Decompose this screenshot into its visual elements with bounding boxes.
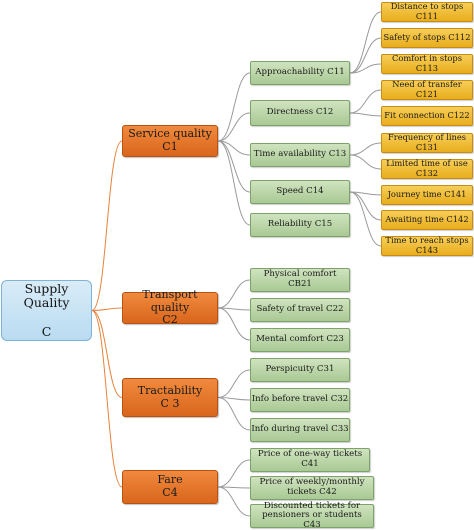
leaf-label: Distance to stops C111	[390, 1, 464, 21]
category-fare: Fare C4	[122, 470, 218, 504]
edge-subcriterion-c14-to-leaf-c142	[349, 191, 382, 221]
subcriterion-label: Directness C12	[266, 107, 334, 118]
subcriterion-label: Info before travel C32	[251, 394, 349, 405]
root-node-supply-quality: Supply Quality C	[1, 280, 92, 341]
edge-category-service-quality-to-subcriterion-c11	[217, 72, 251, 142]
category-service-quality: Service quality C1	[122, 125, 218, 157]
leaf-c113: Comfort in stops C113	[381, 54, 473, 74]
edge-subcriterion-c13-to-leaf-c132	[349, 154, 382, 170]
subcriterion-c42: Price of weekly/monthly tickets C42	[250, 476, 374, 500]
subcriterion-c31: Perspicuity C31	[250, 358, 350, 382]
subcriterion-label: Speed C14	[276, 186, 324, 197]
leaf-label: Time to reach stops C143	[385, 235, 469, 255]
edge-category-tractability-to-subcriterion-c31	[217, 369, 251, 398]
subcriterion-label: Price of one-way tickets C41	[257, 449, 363, 469]
edge-category-tractability-to-subcriterion-c33	[217, 397, 251, 431]
subcriterion-label: Perspicuity C31	[265, 364, 335, 375]
category-label-line2: C 3	[160, 396, 180, 410]
leaf-c141: Journey time C141	[381, 185, 473, 205]
subcriterion-c41: Price of one-way tickets C41	[250, 448, 370, 472]
edge-subcriterion-c14-to-leaf-c143	[349, 191, 382, 247]
edge-category-fare-to-subcriterion-c41	[217, 459, 251, 488]
leaf-c121: Need of transfer C121	[381, 80, 473, 100]
leaf-label: Limited time of use C132	[386, 158, 468, 178]
edge-root-to-category-fare	[91, 310, 123, 488]
edge-subcriterion-c11-to-leaf-c111	[349, 11, 382, 74]
subcriterion-label: Mental comfort C23	[256, 334, 344, 345]
leaf-label: Frequency of lines C131	[387, 132, 467, 152]
subcriterion-c43: Discounted tickets for pensioners or stu…	[250, 500, 374, 530]
subcriterion-label: Safety of travel C22	[256, 304, 344, 315]
subcriterion-c11: Approachability C11	[250, 61, 350, 85]
subcriterion-label: Discounted tickets for pensioners or stu…	[262, 500, 362, 530]
subcriterion-c23: Mental comfort C23	[250, 328, 350, 352]
leaf-label: Fit connection C122	[384, 110, 470, 121]
edge-subcriterion-c11-to-leaf-c113	[349, 63, 382, 74]
subcriterion-label: Price of weekly/monthly tickets C42	[259, 477, 365, 497]
category-label-line1: Transport quality	[142, 288, 198, 314]
category-tractability: Tractability C 3	[122, 378, 218, 417]
edge-category-tractability-to-subcriterion-c32	[217, 397, 251, 401]
leaf-c111: Distance to stops C111	[381, 2, 473, 22]
category-label-line1: Service quality	[128, 127, 212, 141]
subcriterion-c21: Physical comfort CB21	[250, 268, 350, 292]
subcriterion-label: Info during travel C33	[251, 424, 349, 435]
edge-root-to-category-tractability	[91, 310, 123, 398]
edge-category-transport-quality-to-subcriterion-c22	[217, 307, 251, 311]
root-label-line2: C	[41, 323, 52, 339]
leaf-c131: Frequency of lines C131	[381, 133, 473, 153]
category-label-line1: Fare	[157, 473, 183, 487]
subcriterion-label: Approachability C11	[255, 67, 345, 78]
leaf-label: Journey time C141	[387, 189, 467, 200]
subcriterion-c33: Info during travel C33	[250, 418, 350, 442]
edge-category-service-quality-to-subcriterion-c14	[217, 140, 251, 193]
leaf-c132: Limited time of use C132	[381, 159, 473, 179]
edge-category-service-quality-to-subcriterion-c15	[217, 140, 251, 226]
subcriterion-label: Reliability C15	[267, 219, 333, 230]
category-label-line2: C4	[162, 486, 178, 499]
leaf-c122: Fit connection C122	[381, 106, 473, 126]
edge-category-service-quality-to-subcriterion-c12	[217, 112, 251, 142]
leaf-label: Safety of stops C112	[383, 32, 471, 43]
leaf-label: Comfort in stops C113	[391, 53, 462, 73]
edge-subcriterion-c12-to-leaf-c121	[349, 89, 382, 114]
leaf-label: Awaiting time C142	[385, 214, 469, 225]
category-label-line2: C2	[162, 313, 178, 327]
leaf-c143: Time to reach stops C143	[381, 236, 473, 256]
subcriterion-label: Time availability C13	[253, 149, 347, 160]
subcriterion-c32: Info before travel C32	[250, 388, 350, 412]
edge-subcriterion-c13-to-leaf-c131	[349, 142, 382, 156]
edge-subcriterion-c11-to-leaf-c112	[349, 37, 382, 74]
edge-subcriterion-c12-to-leaf-c122	[349, 112, 382, 117]
leaf-c112: Safety of stops C112	[381, 28, 473, 48]
edge-category-transport-quality-to-subcriterion-c21	[217, 279, 251, 309]
edge-category-transport-quality-to-subcriterion-c23	[217, 307, 251, 341]
subcriterion-c13: Time availability C13	[250, 143, 350, 167]
leaf-c142: Awaiting time C142	[381, 210, 473, 230]
subcriterion-c14: Speed C14	[250, 180, 350, 204]
subcriterion-c15: Reliability C15	[250, 213, 350, 237]
category-transport-quality: Transport quality C2	[122, 288, 218, 327]
edge-category-fare-to-subcriterion-c43	[217, 486, 251, 517]
leaf-label: Need of transfer C121	[392, 79, 462, 99]
subcriterion-label: Physical comfort CB21	[263, 269, 337, 289]
subcriterion-c22: Safety of travel C22	[250, 298, 350, 322]
category-label-line2: C1	[162, 140, 178, 153]
edge-root-to-category-transport-quality	[91, 307, 123, 311]
category-label-line1: Tractability	[137, 383, 203, 397]
edge-root-to-category-service-quality	[91, 140, 123, 311]
root-label-line1: Supply Quality	[23, 280, 70, 311]
subcriterion-c12: Directness C12	[250, 100, 350, 126]
